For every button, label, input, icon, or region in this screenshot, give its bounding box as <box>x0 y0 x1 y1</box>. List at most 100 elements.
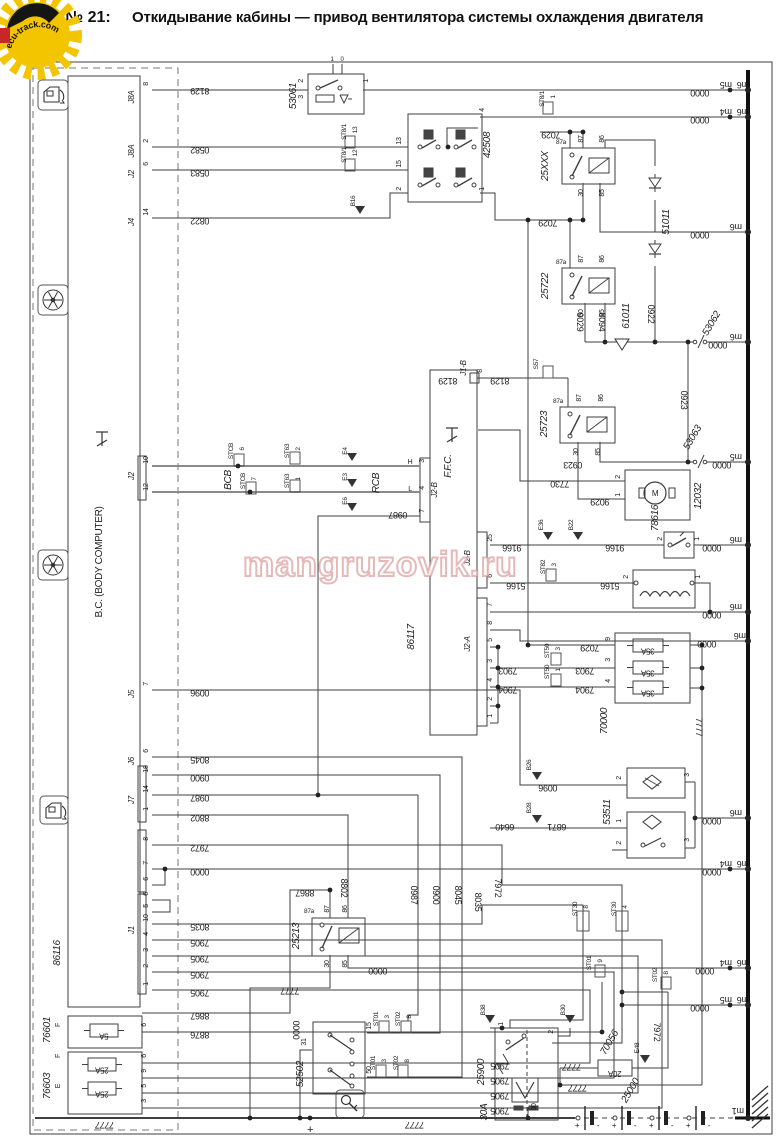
pin-number: 85 <box>595 448 602 456</box>
reference-triangle <box>532 772 542 780</box>
connector-label: ST50 <box>544 643 551 658</box>
wire-number: 0000 <box>690 115 709 125</box>
key-stem <box>348 1102 358 1112</box>
junction-dot <box>745 815 751 821</box>
wire-number: 7904 <box>575 685 594 695</box>
small-label: M <box>652 489 659 498</box>
component-box <box>494 1027 559 1121</box>
wire-number: 0987 <box>190 793 209 803</box>
pin-number: 3 <box>143 948 150 952</box>
pin-number: 6 <box>487 574 494 578</box>
small-label: 87a <box>553 398 564 405</box>
connector-label: 1 <box>550 95 557 99</box>
red-mark <box>0 28 10 43</box>
small-label: + <box>612 1121 617 1130</box>
wire-number: 7777 <box>694 718 704 737</box>
wire-number: 0096 <box>190 688 209 698</box>
reference-label: E4 <box>342 447 349 455</box>
component-id: RCB <box>371 472 382 493</box>
component-box <box>419 457 431 523</box>
connector-id: J2 <box>127 471 136 481</box>
wire-number: 7905 <box>490 1061 509 1071</box>
junction-dot <box>307 1115 313 1121</box>
switch-mark <box>455 167 466 178</box>
wire <box>152 899 171 913</box>
pin-number: 30 <box>324 960 331 968</box>
pin-number: 1 <box>487 714 494 718</box>
ctrl-diode <box>339 94 349 105</box>
component-box <box>67 1051 143 1115</box>
connector-label: 3 <box>381 1059 388 1063</box>
junction-dot <box>580 217 586 223</box>
wire-number: 8876 <box>190 1030 209 1040</box>
wire-number: 9029 <box>590 497 609 507</box>
junction-dot <box>745 542 751 548</box>
contact-pin <box>569 272 575 278</box>
connector-label: ST01 <box>370 1055 377 1070</box>
wire-number: 0582 <box>190 145 209 155</box>
terminal-label: m6 <box>737 995 749 1005</box>
relay-coil <box>588 157 610 174</box>
connector-pad <box>660 976 672 990</box>
connector-label: 8 <box>663 971 670 975</box>
connector-label: ST30 <box>572 901 579 916</box>
wire-number: 7905 <box>190 970 209 980</box>
component-box <box>29 61 773 1135</box>
wire-number: 7972 <box>493 879 503 898</box>
pin-number: 7 <box>143 861 150 865</box>
wire <box>599 183 748 233</box>
cab-window <box>48 806 56 813</box>
connector-label: 3 <box>551 563 558 567</box>
component-id: 42508 <box>482 131 493 158</box>
component-id: 25213 <box>291 922 302 950</box>
wire-number: 9166 <box>502 543 521 553</box>
reference-triangle <box>347 479 357 487</box>
ignition-contact <box>329 1034 353 1051</box>
pin-number: 13 <box>396 137 403 145</box>
wire-number: 9166 <box>605 543 624 553</box>
connector-id: J2-B <box>430 481 439 498</box>
contact-pin <box>702 459 708 465</box>
small-label: 1 <box>330 57 334 63</box>
starter-bar <box>513 1105 524 1111</box>
wire <box>604 139 656 166</box>
wire-number: 7777 <box>404 1120 424 1130</box>
component-id: 86117 <box>406 623 417 649</box>
terminal-label: m4 <box>720 958 732 968</box>
terminal-label: m6 <box>730 332 742 342</box>
inline-connector <box>697 334 705 349</box>
reference-triangle <box>565 1015 575 1023</box>
watermark: mangruzovik.ru <box>242 544 518 585</box>
relay-coil <box>588 277 610 294</box>
wire-number: 0922 <box>646 305 656 324</box>
connector-label: ST50 <box>544 664 551 679</box>
terminal-label: m6 <box>737 859 749 869</box>
small-label: 87a <box>556 139 567 146</box>
pin-number: 3 <box>605 658 612 662</box>
component-id: 76601 <box>42 1017 53 1043</box>
inline-connector <box>697 454 705 469</box>
motor-brush <box>638 487 646 499</box>
connector-id: J2 <box>127 169 136 179</box>
terminal-label: m6 <box>737 958 749 968</box>
component-box <box>624 469 691 521</box>
small-label: - <box>671 1121 674 1130</box>
junction-dot <box>727 1002 733 1008</box>
junction-dot <box>745 609 751 615</box>
wire <box>695 582 711 612</box>
diode-icon <box>648 177 662 188</box>
component-box <box>626 767 686 799</box>
wire-number: 7972 <box>190 843 209 853</box>
pin-number: 86 <box>599 135 606 143</box>
pin-number: 87 <box>578 135 585 143</box>
component-box <box>67 75 141 1008</box>
reference-triangle <box>543 532 553 540</box>
reference-label: B28 <box>526 802 533 813</box>
pin-number: 4 <box>605 679 612 683</box>
pin-number: 3 <box>684 838 691 842</box>
reference-triangle <box>347 503 357 511</box>
fan-hub <box>50 562 56 568</box>
connector-label: 1 <box>555 668 562 672</box>
junction-dot <box>599 1029 605 1035</box>
pin-number: 8 <box>477 369 484 373</box>
